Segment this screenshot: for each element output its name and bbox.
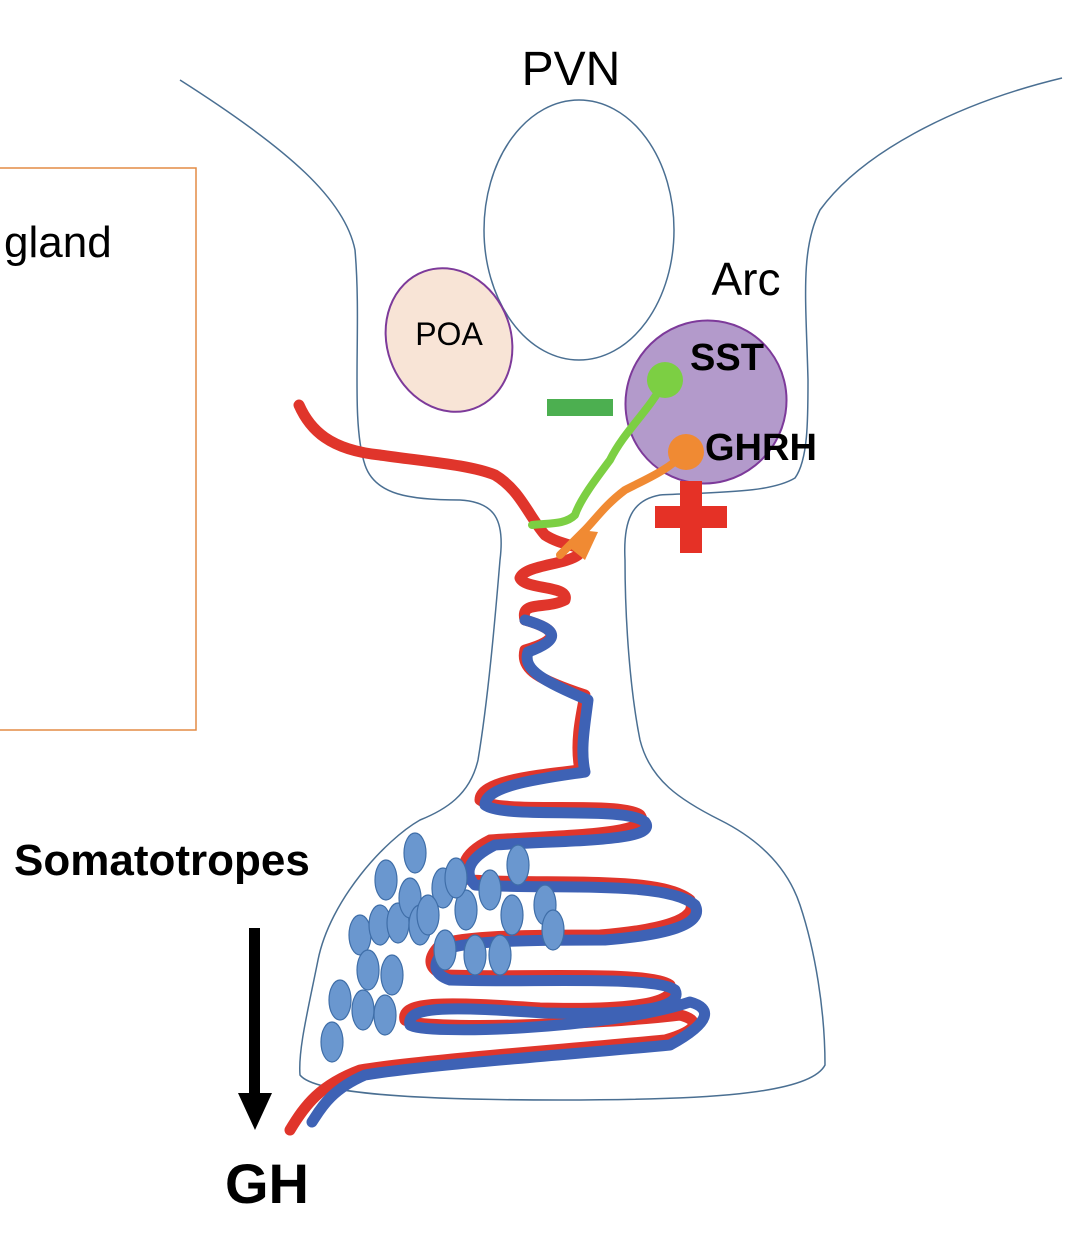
somatotrope-cell [488,934,512,976]
poa-nucleus [384,267,514,413]
somatotrope-cell [454,889,478,931]
ghrh-axon-terminal [570,530,598,560]
somatotrope-cell [506,844,530,886]
somatotrope-cell [444,857,468,899]
ghrh-label: GHRH [705,427,817,469]
minus-sign-icon [547,399,613,416]
arc-nucleus [624,319,788,485]
somatotrope-cell [478,869,502,911]
down-arrow-icon [238,928,272,1130]
gh-label: GH [225,1152,309,1215]
somatotrope-cell [374,859,398,901]
somatotrope-cell [328,979,352,1021]
brain-pituitary-outline [179,77,1063,1101]
arc-label: Arc [712,253,781,305]
somatotrope-cell [463,934,487,976]
artery-vessel [284,399,699,1136]
somatotropes-cell-cluster [320,832,565,1063]
somatotrope-cell [348,914,372,956]
pvn-nucleus [483,99,675,361]
vein-vessel [306,614,711,1128]
sst-label: SST [690,337,764,379]
somatotrope-cell [320,1021,344,1063]
sst-neuron-axon [528,376,669,529]
poa-label: POA [415,316,483,352]
pvn-label: PVN [522,43,621,96]
callout-box [0,167,197,731]
somatotrope-cell [403,832,427,874]
somatotrope-cell [351,989,375,1031]
gland-label: gland [4,218,112,267]
somatotrope-cell [373,994,397,1036]
somatotrope-cell [541,909,565,951]
somatotrope-cell [433,929,457,971]
ghrh-neuron-axon [556,448,689,559]
plus-sign-icon [655,481,727,553]
sst-neuron-cell-body [647,362,683,398]
somatotropes-label: Somatotropes [14,836,310,885]
somatotrope-cell [380,954,404,996]
somatotrope-cell [500,894,524,936]
somatotrope-cell [356,949,380,991]
ghrh-neuron-cell-body [668,434,704,470]
somatotrope-cell [416,894,440,936]
